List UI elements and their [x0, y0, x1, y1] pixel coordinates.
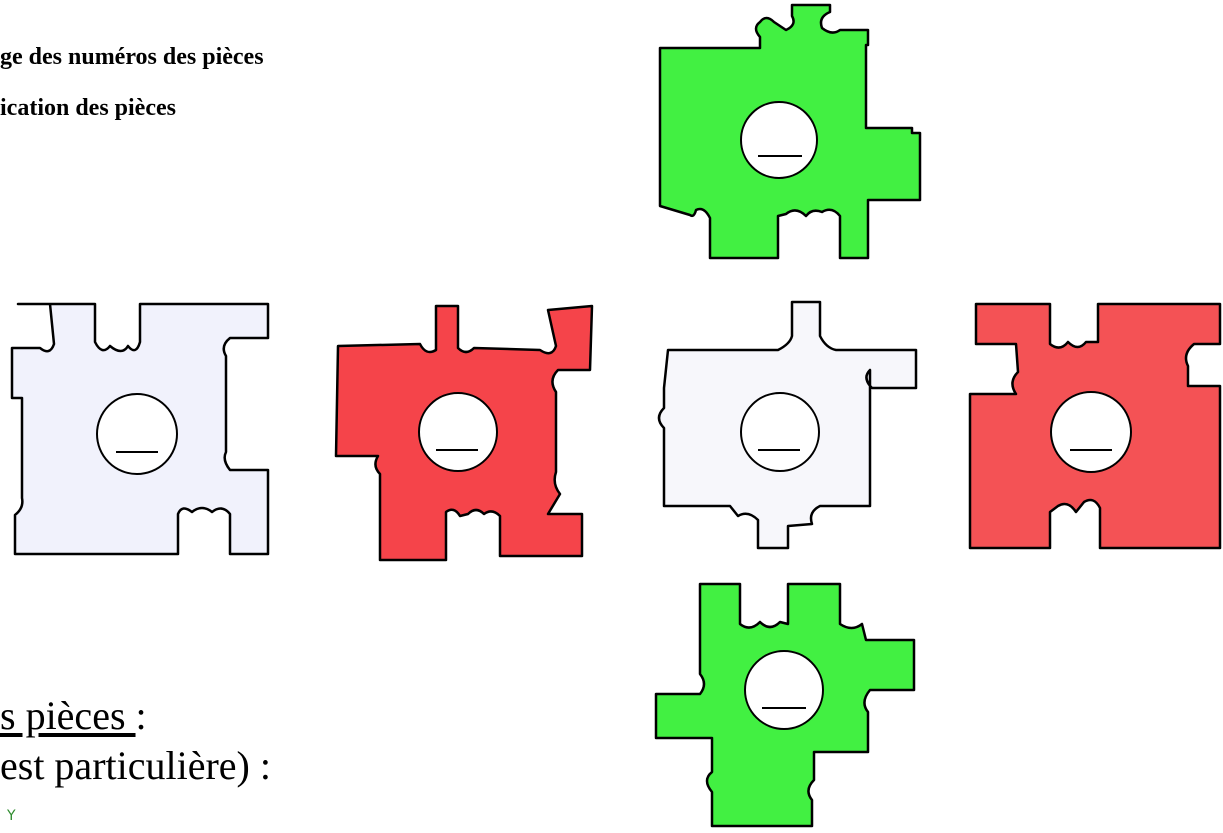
- puzzle-piece-red-left: [336, 306, 592, 560]
- number-circle: [1051, 392, 1131, 472]
- number-circle: [741, 102, 817, 178]
- puzzle-piece-green-top: [660, 5, 920, 258]
- number-circle: [745, 651, 823, 729]
- puzzle-piece-lavender-left: [12, 304, 268, 554]
- puzzle-piece-green-bottom: [656, 584, 914, 826]
- number-circle: [419, 393, 497, 471]
- puzzle-piece-red-right: [970, 304, 1220, 548]
- number-circle: [741, 393, 819, 471]
- number-circle: [97, 394, 177, 474]
- puzzle-piece-white-center: [659, 302, 916, 548]
